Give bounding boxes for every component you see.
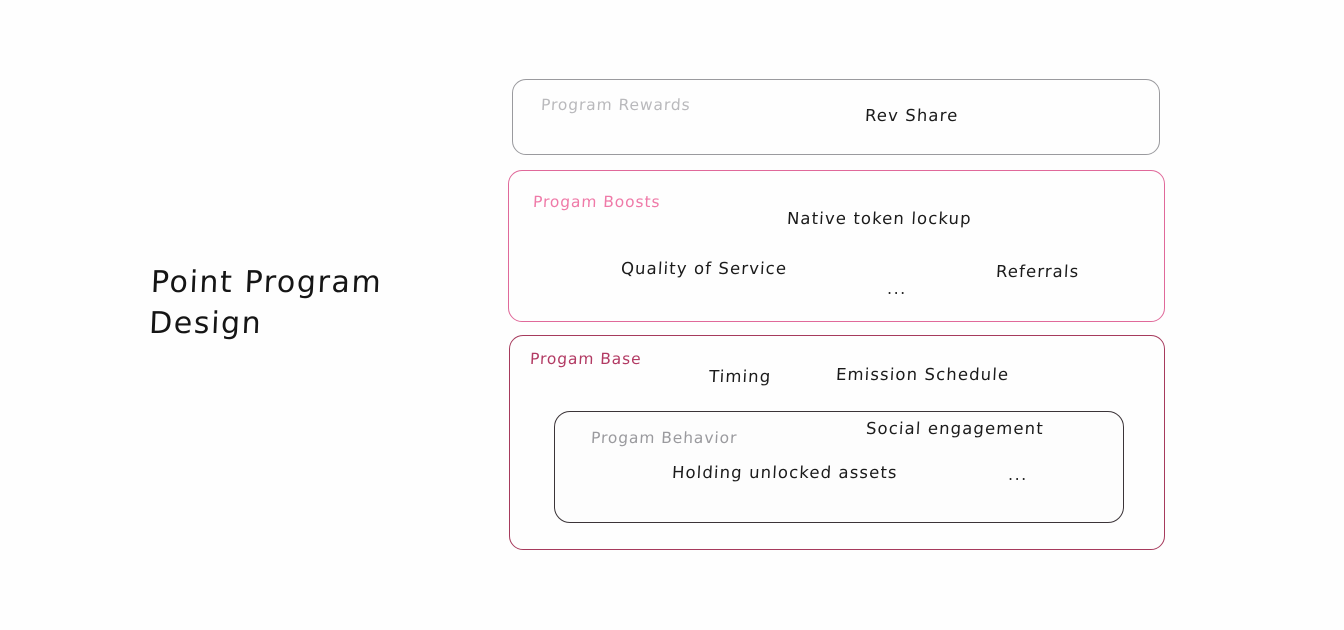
- item-referrals: Referrals: [995, 262, 1080, 281]
- ellipsis-behavior: ...: [1008, 465, 1028, 484]
- layer-progam-boosts: Progam Boosts Native token lockup Qualit…: [508, 170, 1165, 322]
- item-social-engagement: Social engagement: [865, 419, 1045, 438]
- layer-program-rewards: Program Rewards Rev Share: [512, 79, 1160, 155]
- page-title-line-2: Design: [148, 306, 264, 342]
- layer-label-progam-behavior: Progam Behavior: [590, 429, 738, 447]
- page-title: Point Program Design: [148, 262, 482, 345]
- layer-label-progam-base: Progam Base: [529, 350, 643, 368]
- item-quality-of-service: Quality of Service: [620, 259, 788, 278]
- item-native-token-lockup: Native token lockup: [786, 209, 973, 228]
- layer-progam-base: Progam Base Timing Emission Schedule Pro…: [509, 335, 1165, 550]
- ellipsis-boosts: ...: [887, 279, 907, 298]
- item-timing: Timing: [708, 367, 772, 386]
- item-emission-schedule: Emission Schedule: [835, 365, 1010, 384]
- page-title-line-1: Point Program: [150, 265, 384, 300]
- item-holding-unlocked-assets: Holding unlocked assets: [671, 463, 899, 482]
- item-rev-share: Rev Share: [864, 106, 959, 125]
- layer-label-program-rewards: Program Rewards: [540, 96, 692, 114]
- layer-progam-behavior: Progam Behavior Social engagement Holdin…: [554, 411, 1124, 523]
- layer-label-progam-boosts: Progam Boosts: [532, 193, 661, 211]
